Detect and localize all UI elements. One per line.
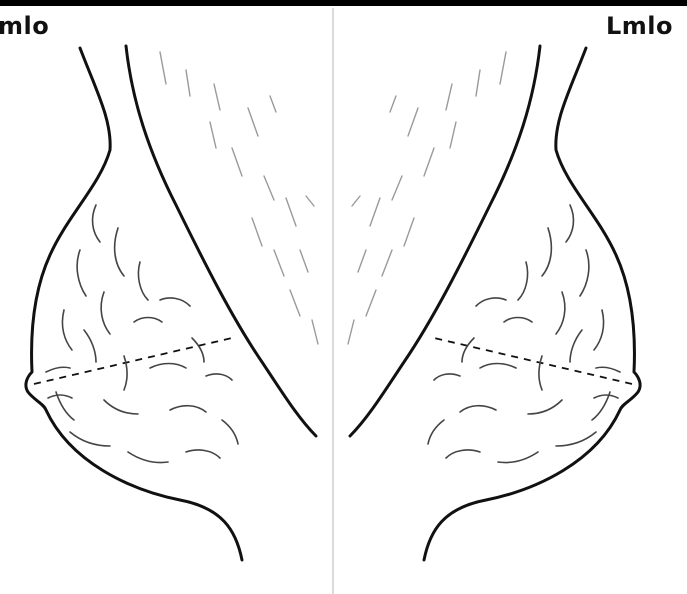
posterior-nipple-line-right <box>434 338 632 384</box>
pectoral-muscle-edge-right <box>350 46 540 436</box>
posterior-nipple-line-left <box>34 338 232 384</box>
skin-outline-right <box>424 48 640 560</box>
skin-outline-left <box>26 48 242 560</box>
breast-outline-left <box>26 46 318 560</box>
pectoral-muscle-edge-left <box>126 46 316 436</box>
fibroglandular-tissue-left <box>46 205 238 463</box>
muscle-texture-right <box>348 52 506 344</box>
fibroglandular-tissue-right <box>428 205 620 463</box>
breast-outline-right <box>348 46 640 560</box>
muscle-texture-left <box>160 52 318 344</box>
